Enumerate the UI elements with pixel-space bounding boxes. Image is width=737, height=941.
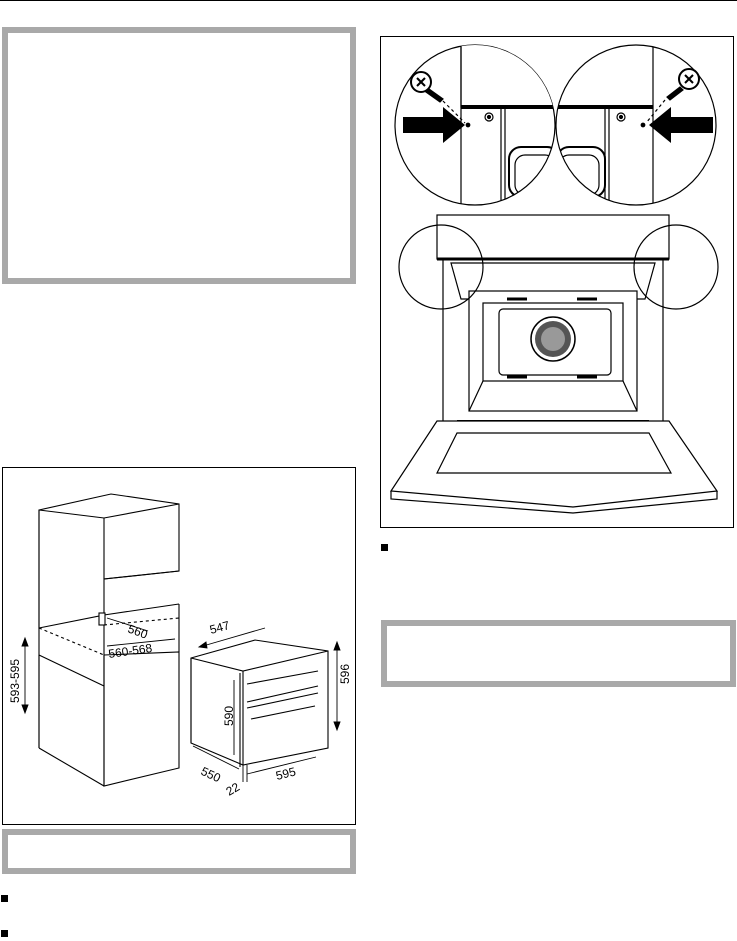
oven-mounting-figure (380, 36, 734, 528)
bullet-marker (1, 895, 8, 902)
note-box-top (2, 27, 356, 284)
dim-oven-height-total: 596 (338, 664, 352, 684)
cabinet-drawing: 593-595 560 560-568 547 5 (8, 493, 352, 799)
header-rule (0, 0, 737, 1)
dim-niche-depth: 560 (126, 622, 150, 642)
detail-locator-left (398, 224, 484, 310)
dim-oven-depth: 550 (199, 764, 223, 785)
bullet-marker (381, 544, 388, 551)
arrow-right-icon (403, 107, 465, 143)
dim-front-width: 595 (274, 764, 297, 783)
zoom-detail-right (555, 44, 717, 206)
dim-front-offset: 22 (224, 780, 243, 799)
dim-oven-body-height: 590 (222, 706, 236, 726)
oven-dimension-lines (192, 627, 341, 782)
oven-front (389, 214, 719, 514)
arrow-left-icon (649, 107, 713, 143)
detail-locator-right (633, 224, 719, 310)
screw-icon (645, 68, 700, 124)
dim-niche-width: 560-568 (107, 641, 153, 661)
note-box-right (381, 620, 736, 687)
screw-icon (410, 71, 466, 124)
note-box-bottom (2, 829, 356, 874)
dim-niche-height: 593-595 (8, 659, 22, 703)
oven-mounting-drawing (389, 44, 719, 514)
zoom-detail-left (394, 44, 556, 206)
oven-unit (190, 639, 329, 767)
cabinet-figure: 593-595 560 560-568 547 5 (2, 467, 356, 825)
dim-oven-width: 547 (208, 618, 231, 637)
bullet-marker (1, 930, 8, 937)
cabinet-unit (38, 493, 180, 787)
niche-dimension-lines (21, 617, 176, 715)
